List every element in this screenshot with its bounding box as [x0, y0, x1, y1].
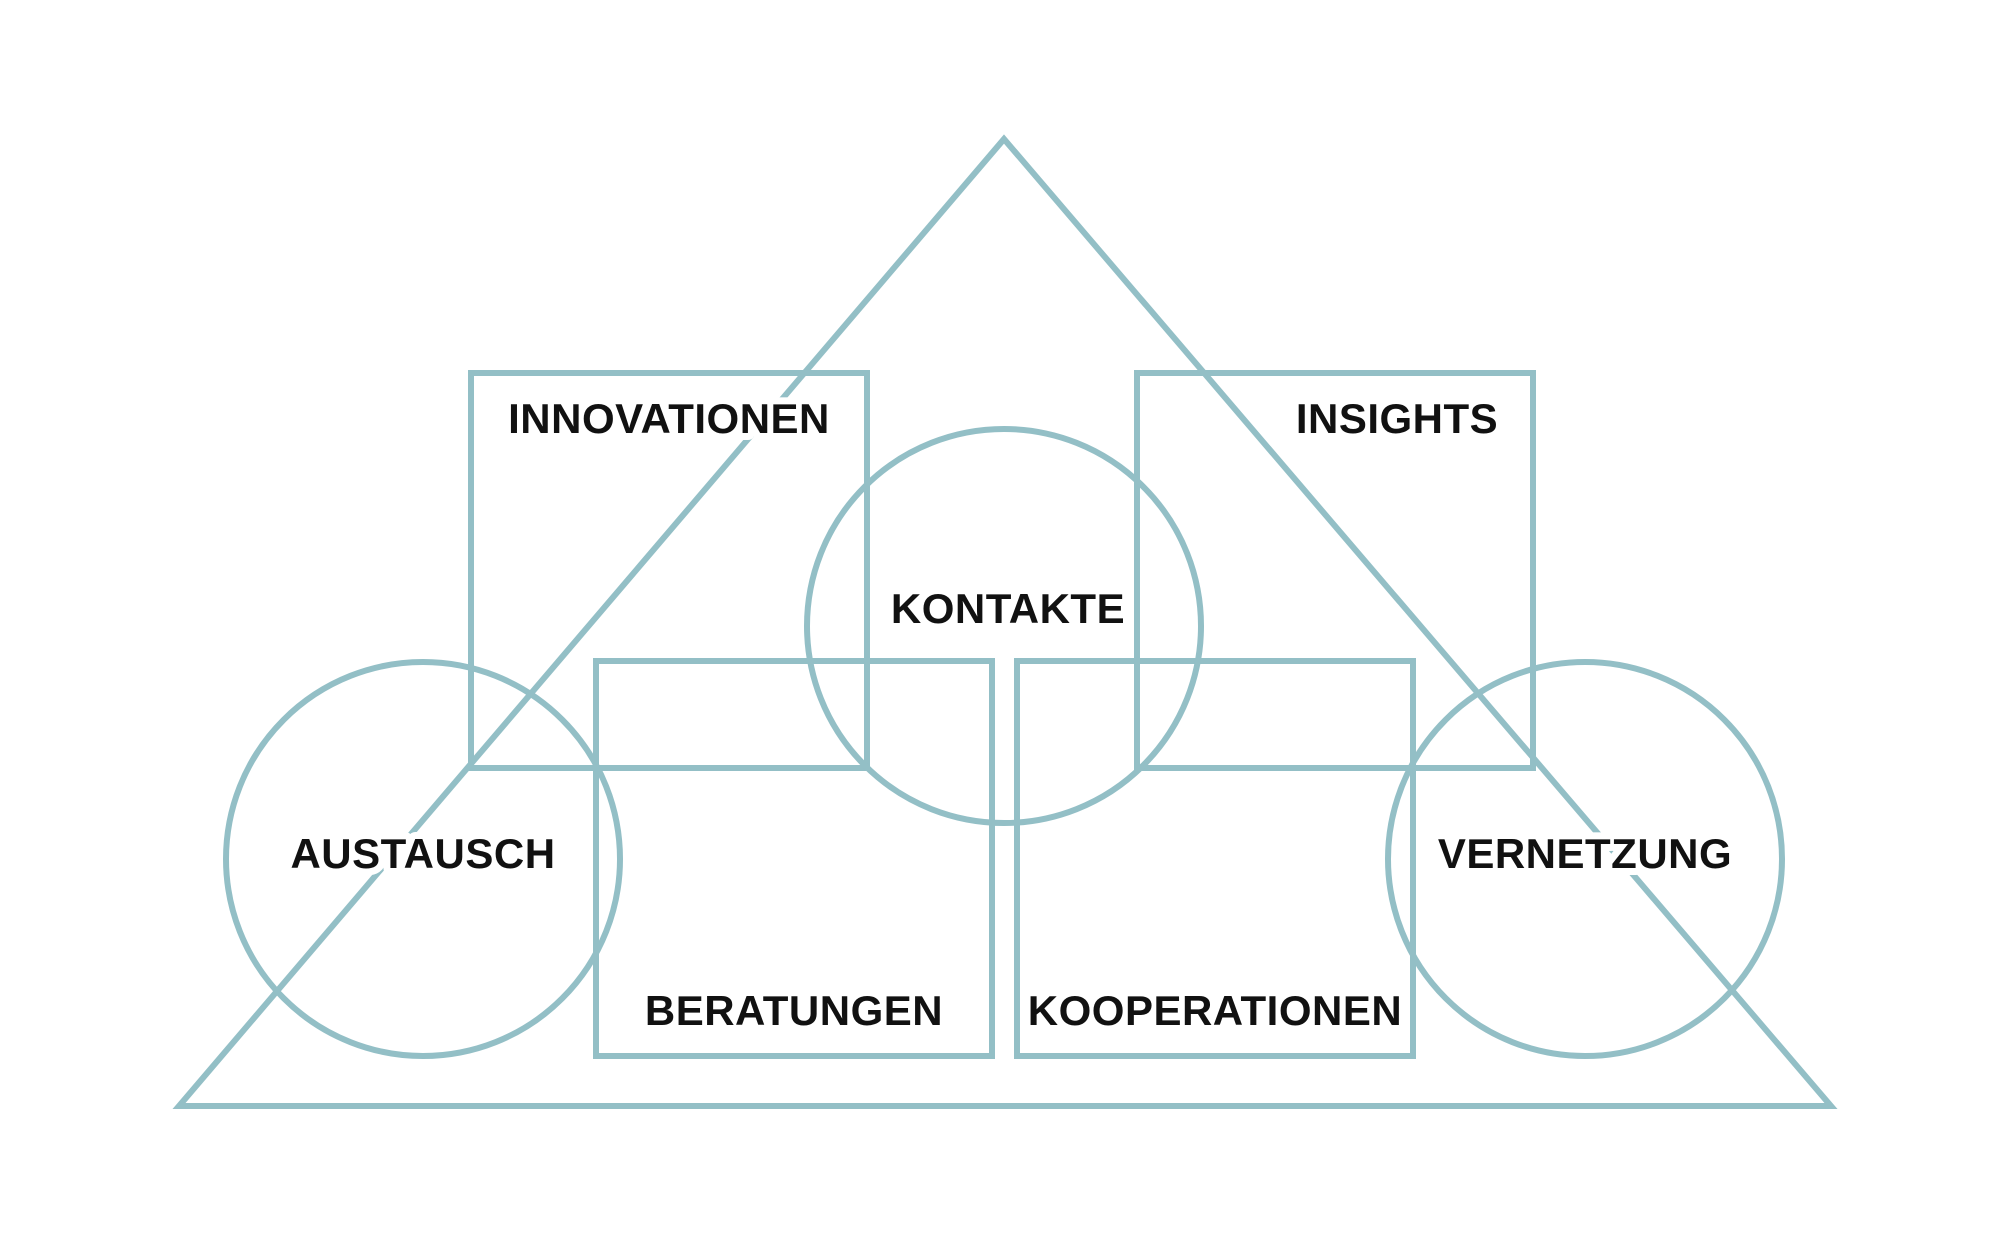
label-austausch: AUSTAUSCH	[290, 830, 555, 877]
kontakte-circle	[804, 426, 1204, 826]
innovationen-square	[468, 370, 870, 771]
label-vernetzung: VERNETZUNG	[1438, 830, 1732, 877]
beratungen-square	[593, 658, 995, 1059]
label-innovationen: INNOVATIONEN	[508, 395, 830, 442]
label-beratungen: BERATUNGEN	[645, 987, 943, 1034]
outer-triangle	[172, 134, 1838, 1109]
label-insights: INSIGHTS	[1296, 395, 1498, 442]
insights-square	[1134, 370, 1536, 771]
label-kontakte: KONTAKTE	[891, 585, 1125, 632]
austausch-circle	[223, 659, 623, 1059]
vernetzung-circle	[1385, 659, 1785, 1059]
kooperationen-square	[1014, 658, 1416, 1059]
label-kooperationen: KOOPERATIONEN	[1028, 987, 1402, 1034]
